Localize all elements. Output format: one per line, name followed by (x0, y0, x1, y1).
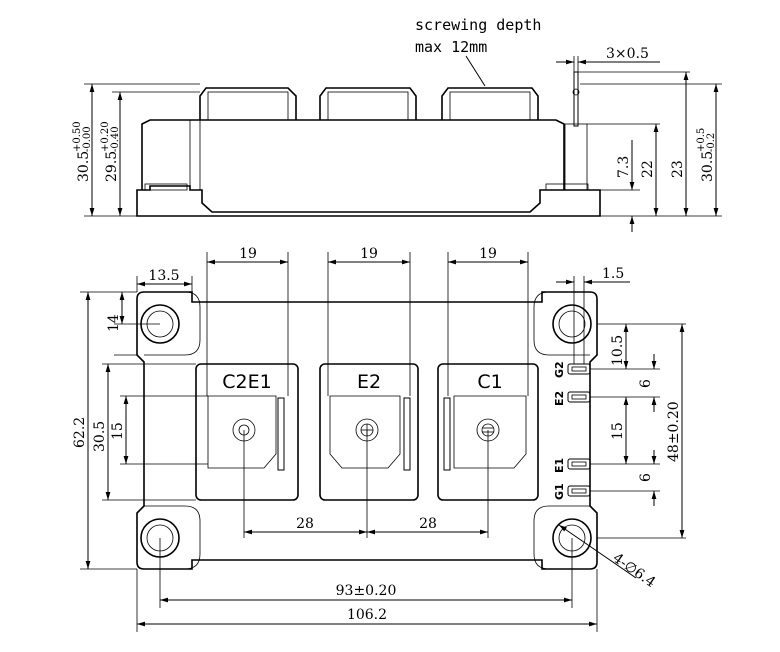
hole-pitch-dim: 93±0.20 (336, 583, 397, 599)
terminal-label-e2: E2 (357, 371, 381, 393)
pin-label-e2: E2 (553, 391, 566, 406)
svg-text:-0.2: -0.2 (706, 133, 717, 152)
pin-label-e1: E1 (553, 458, 566, 473)
pin-top-offset-dim: 10.5 (610, 335, 626, 366)
screwing-depth-label: screwing depth (415, 16, 541, 34)
corner-offset-dim: 14 (106, 314, 122, 332)
terminal-c2e1: C2E1 (195, 363, 299, 501)
total-width-dim: 106.2 (347, 607, 387, 623)
svg-text:-0.40: -0.40 (110, 126, 121, 152)
svg-text:30.5: 30.5 (700, 151, 716, 182)
svg-text:-0.00: -0.00 (82, 126, 93, 152)
overall-height-right-dim: 30.5 +0.5 -0.2 (696, 128, 717, 182)
pin-top-height-dim: 23 (670, 160, 686, 178)
pin-span-dim: 48±0.20 (666, 401, 682, 462)
terminal-width-dim-1: 19 (239, 246, 257, 262)
terminal-label-c2e1: C2E1 (222, 371, 271, 393)
pin-g2: G2 (553, 361, 591, 378)
pin-gap-mid-dim: 15 (610, 422, 626, 440)
inner-height-dim: 15 (110, 422, 126, 440)
terminal-width-dim-2: 19 (360, 246, 378, 262)
svg-text:29.5: 29.5 (104, 151, 120, 182)
hole-spec-dim: 4-∅6.4 (610, 550, 659, 591)
pin-e2: E2 (553, 391, 591, 406)
terminal-e2: E2 (319, 363, 419, 501)
screwing-depth-value: max 12mm (415, 38, 487, 56)
pin-mid-height-dim: 22 (640, 160, 656, 178)
overall-height-left-dim: 30.5 +0.50 -0.00 (72, 121, 93, 182)
side-base-outline (136, 185, 601, 217)
terminal-pitch-dim-2: 28 (419, 516, 437, 532)
total-height-dim: 62.2 (72, 417, 88, 448)
terminal-height-dim: 30.5 (92, 421, 108, 452)
side-body-outline (141, 119, 565, 190)
pin-e1: E1 (553, 458, 591, 473)
body-height-left-dim: 29.5 +0.20 -0.40 (100, 121, 121, 182)
pin-gap-lower-dim: 6 (638, 473, 654, 482)
terminal-width-dim-3: 19 (479, 246, 497, 262)
terminal-label-c1: C1 (477, 371, 502, 393)
svg-text:+0.50: +0.50 (72, 121, 83, 152)
svg-text:+0.20: +0.20 (100, 121, 111, 152)
pin-pitch-dim: 1.5 (602, 266, 624, 282)
pin-width-dim: 3×0.5 (606, 46, 649, 62)
edge-offset-dim: 13.5 (148, 268, 179, 284)
pin-low-height-dim: 7.3 (616, 156, 632, 178)
pin-g1: G1 (553, 483, 591, 500)
pin-label-g2: G2 (553, 361, 566, 378)
terminal-pitch-dim-1: 28 (296, 516, 314, 532)
mounting-hole-tr (552, 304, 592, 344)
pin-gap-upper-dim: 6 (638, 379, 654, 388)
svg-text:+0.5: +0.5 (696, 128, 707, 152)
side-view: screwing depth max 12mm 3×0.5 30.5 +0.50… (72, 16, 722, 232)
pin-label-g1: G1 (553, 483, 566, 500)
top-view: C2E1 E2 C1 G2 (72, 246, 686, 632)
terminal-c1: C1 (437, 363, 539, 501)
svg-text:30.5: 30.5 (76, 151, 92, 182)
